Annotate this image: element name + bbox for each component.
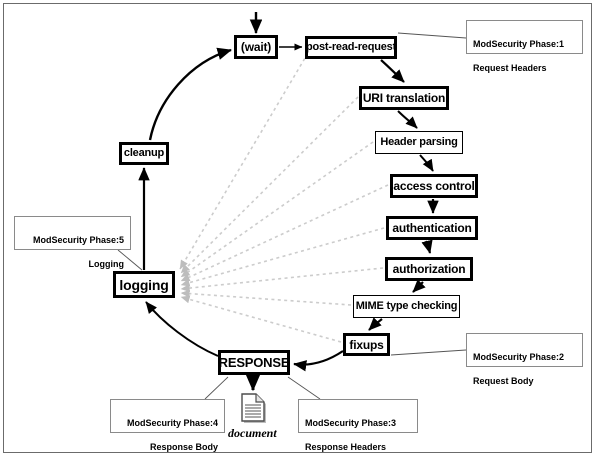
note-phase4-line1: ModSecurity Phase:4 xyxy=(126,418,218,428)
note-modsecurity-phase-1: ModSecurity Phase:1 Request Headers xyxy=(466,20,583,73)
node-authorization-label: authorization xyxy=(392,262,466,276)
node-response[interactable]: RESPONSE xyxy=(218,350,290,375)
note-modsecurity-phase-3: ModSecurity Phase:3 Response Headers xyxy=(298,399,418,452)
note-phase1-line1: ModSecurity Phase:1 xyxy=(473,39,565,49)
note-phase4-line2: Response Body xyxy=(149,442,218,452)
node-uri-translation-label: URI translation xyxy=(362,91,446,105)
note-modsecurity-phase-5: ModSecurity Phase:5 Logging xyxy=(14,216,131,269)
node-post-read-request-label: post-read-request xyxy=(305,41,397,53)
node-authentication-label: authentication xyxy=(392,221,472,235)
node-fixups-label: fixups xyxy=(349,337,384,352)
node-logging-label: logging xyxy=(119,276,169,293)
note-phase2-line1: ModSecurity Phase:2 xyxy=(473,352,565,362)
node-mime-type-checking-label: MIME type checking xyxy=(355,300,458,312)
note-phase5-line2: Logging xyxy=(88,259,125,269)
note-phase5-line1: ModSecurity Phase:5 xyxy=(32,235,124,245)
note-phase3-line2: Response Headers xyxy=(305,442,387,452)
node-header-parsing-label: Header parsing xyxy=(380,136,458,148)
node-access-control-label: access control xyxy=(393,179,475,193)
document-label: document xyxy=(228,426,277,440)
node-response-label: RESPONSE xyxy=(218,355,290,370)
note-phase2-line2: Request Body xyxy=(473,376,534,386)
document-page-icon xyxy=(239,392,271,433)
note-modsecurity-phase-2: ModSecurity Phase:2 Request Body xyxy=(466,333,583,386)
node-authentication[interactable]: authentication xyxy=(386,216,478,240)
note-phase3-line1: ModSecurity Phase:3 xyxy=(305,418,397,428)
node-uri-translation[interactable]: URI translation xyxy=(359,86,449,110)
node-mime-type-checking[interactable]: MIME type checking xyxy=(353,295,460,318)
node-cleanup[interactable]: cleanup xyxy=(119,142,169,165)
node-logging[interactable]: logging xyxy=(113,271,175,298)
note-phase1-line2: Request Headers xyxy=(473,63,547,73)
node-wait-label: (wait) xyxy=(240,40,272,54)
node-post-read-request[interactable]: post-read-request xyxy=(305,36,397,59)
node-access-control[interactable]: access control xyxy=(390,174,478,198)
node-wait[interactable]: (wait) xyxy=(234,35,278,59)
node-authorization[interactable]: authorization xyxy=(385,257,473,281)
node-cleanup-label: cleanup xyxy=(123,147,165,159)
node-fixups[interactable]: fixups xyxy=(343,333,390,356)
node-header-parsing[interactable]: Header parsing xyxy=(375,131,463,154)
note-modsecurity-phase-4: ModSecurity Phase:4 Response Body xyxy=(110,399,225,452)
